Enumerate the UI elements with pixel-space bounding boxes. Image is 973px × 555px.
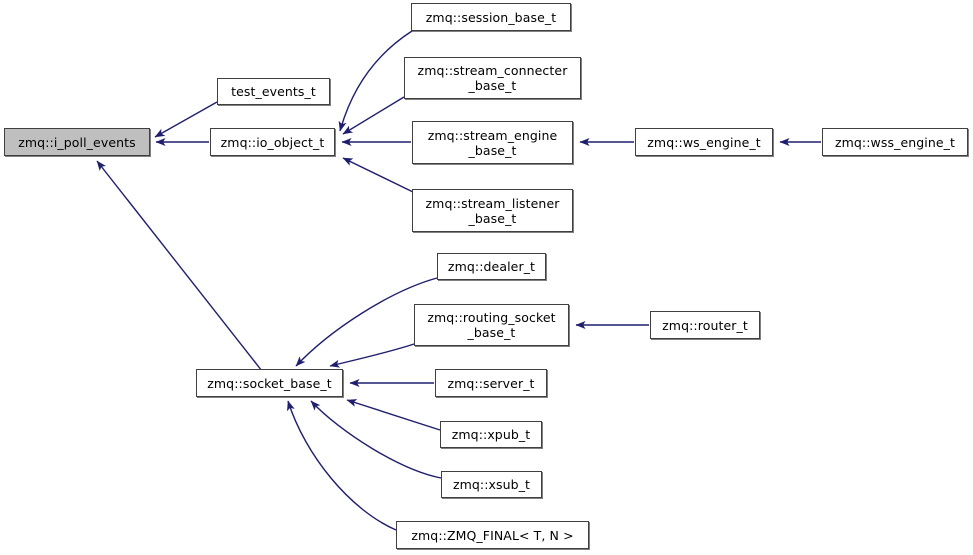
node-stream-connecter-base-t[interactable]: zmq::stream_connecter _base_t	[404, 57, 581, 99]
edge-stream_listener_base_t-to-io_object_t	[342, 157, 414, 193]
edge-xsub_t-to-socket_base_t	[310, 400, 442, 479]
edge-stream_connecter_base_t-to-io_object_t	[342, 96, 405, 135]
node-socket-base-t[interactable]: zmq::socket_base_t	[196, 369, 343, 397]
node-stream-listener-base-t[interactable]: zmq::stream_listener _base_t	[412, 189, 573, 232]
node-io-object-t[interactable]: zmq::io_object_t	[210, 128, 335, 156]
edge-zmq_final-to-socket_base_t	[287, 400, 397, 531]
node-session-base-t[interactable]: zmq::session_base_t	[411, 3, 571, 31]
node-xsub-t[interactable]: zmq::xsub_t	[441, 471, 542, 498]
node-stream-engine-base-t[interactable]: zmq::stream_engine _base_t	[412, 121, 573, 164]
edge-xpub_t-to-socket_base_t	[346, 399, 441, 431]
node-wss-engine-t[interactable]: zmq::wss_engine_t	[822, 128, 968, 156]
node-zmq-final[interactable]: zmq::ZMQ_FINAL< T, N >	[396, 521, 589, 549]
node-xpub-t[interactable]: zmq::xpub_t	[440, 421, 542, 448]
node-test-events-t[interactable]: test_events_t	[217, 78, 330, 105]
node-routing-socket-base-t[interactable]: zmq::routing_socket _base_t	[414, 304, 569, 346]
node-ws-engine-t[interactable]: zmq::ws_engine_t	[635, 128, 773, 156]
edge-session_base_t-to-io_object_t	[338, 30, 413, 132]
node-i-poll-events[interactable]: zmq::i_poll_events	[4, 128, 150, 156]
edge-test_events_t-to-i_poll_events	[154, 101, 218, 138]
node-dealer-t[interactable]: zmq::dealer_t	[437, 253, 546, 280]
node-router-t[interactable]: zmq::router_t	[650, 311, 760, 339]
edge-socket_base_t-to-i_poll_events	[96, 160, 263, 372]
node-server-t[interactable]: zmq::server_t	[435, 369, 547, 397]
edge-routing_socket_base_t-to-socket_base_t	[329, 343, 415, 368]
